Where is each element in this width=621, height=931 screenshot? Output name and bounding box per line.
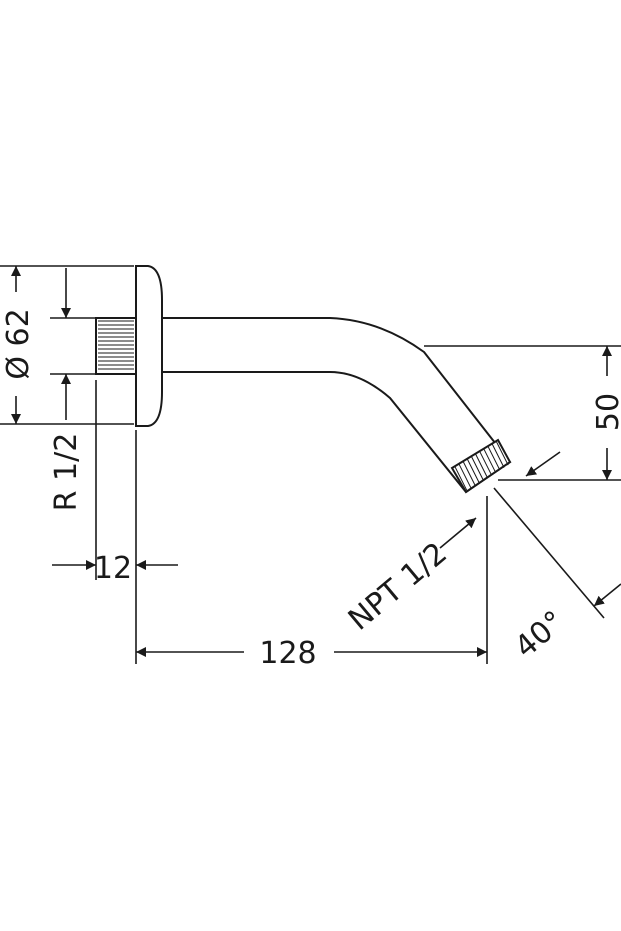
inlet-thread-label: R 1/2 [49,433,84,512]
wall-flange [135,265,163,427]
outlet-thread-part [450,438,512,494]
flange-diameter-label: Ø 62 [1,308,36,379]
shower-arm [95,265,512,494]
dimension-outlet-angle: 40° [493,451,621,665]
thread-line [475,453,488,478]
thread-line [466,458,480,483]
arm-length-label: 128 [259,636,316,671]
thread-line [491,443,505,468]
dimension-drop-height: 50 [424,345,621,481]
thread-line [483,448,497,473]
inlet-length-label: 12 [94,551,132,586]
dimension-inlet-thread: R 1/2 [49,268,96,511]
thread-line [454,466,468,491]
thread-line [487,445,501,471]
dimension-arm-length: 128 [136,496,488,671]
thread-line [458,463,472,489]
thread-line [462,461,476,486]
outlet-angle-label: 40° [508,604,571,665]
thread-line [495,440,509,466]
dimension-inlet-length: 12 [52,380,178,664]
drop-height-label: 50 [591,393,621,431]
inlet-thread-part [95,317,137,375]
thread-line [479,450,493,476]
dimension-outlet-thread: NPT 1/2 [342,517,477,638]
thread-line [470,456,484,481]
outlet-thread-label: NPT 1/2 [342,536,454,638]
dimension-flange-diameter: Ø 62 [0,265,134,425]
